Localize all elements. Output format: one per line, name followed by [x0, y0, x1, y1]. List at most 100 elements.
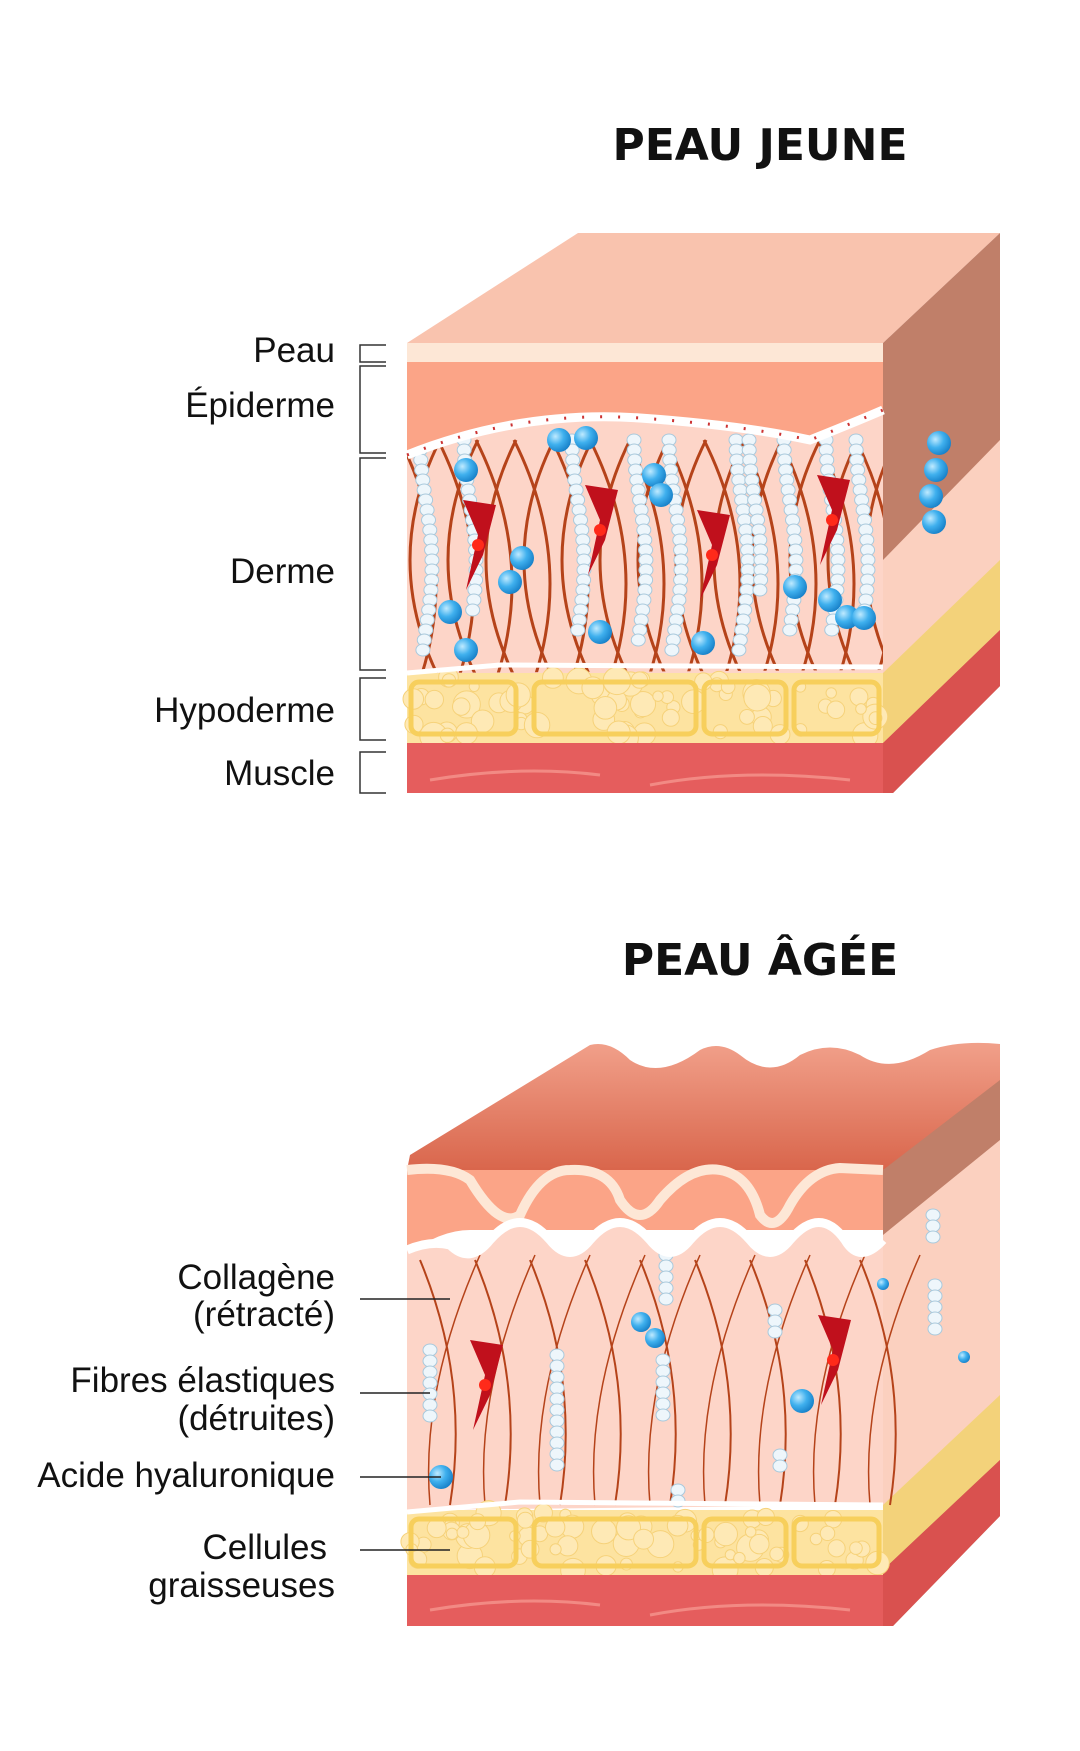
- elastic-fiber-fragment: [927, 1300, 943, 1314]
- fat-cell: [739, 708, 755, 725]
- collagen-fiber: [427, 1254, 481, 1506]
- skin-top-face: [407, 233, 1000, 343]
- fibroblast-nucleus: [706, 549, 718, 561]
- elastic-fiber-fragment: [927, 1311, 943, 1325]
- elastic-fiber-fragment: [422, 1354, 438, 1368]
- label-collagene: Collagène: [177, 1258, 335, 1297]
- elastic-fiber-fragment: [549, 1392, 565, 1406]
- collagen-fiber: [859, 1259, 897, 1506]
- fat-lobule: [701, 1516, 789, 1569]
- collagen-fiber: [854, 439, 883, 673]
- fat-cell: [733, 1551, 746, 1565]
- hyaluronic-acid-sphere: [877, 1278, 889, 1290]
- label-cellules: Cellules: [203, 1528, 328, 1567]
- hyaluronic-acid-sphere: [927, 431, 951, 455]
- bracket-hypoderme: [359, 677, 386, 741]
- hyaluronic-acid-sphere: [438, 600, 462, 624]
- bracket-derme: [359, 457, 386, 671]
- fat-cell: [744, 1526, 757, 1538]
- elastic-fiber-fragment: [767, 1303, 783, 1317]
- elastic-fiber-fragment: [658, 1270, 674, 1284]
- fat-cell: [549, 1543, 562, 1556]
- elastic-fiber-bead: [752, 583, 768, 597]
- fat-cell: [809, 1532, 823, 1546]
- collagen-fiber: [812, 1254, 866, 1506]
- fibroblast-nucleus: [826, 514, 838, 526]
- fat-lobule: [531, 679, 699, 737]
- elastic-fiber-fragment: [422, 1398, 438, 1412]
- fat-cell: [615, 1515, 642, 1541]
- elastic-fiber-bead: [630, 633, 646, 647]
- elastic-fiber-bead: [731, 643, 747, 657]
- hyaluronic-acid-sphere: [645, 1328, 665, 1348]
- hyaluronic-acid-sphere: [547, 428, 571, 452]
- elastic-fiber-bead: [570, 623, 586, 637]
- elastic-fiber-fragment: [925, 1230, 941, 1244]
- label-peau: Peau: [253, 331, 335, 370]
- collagen-fiber: [598, 439, 632, 673]
- hyaluronic-acid-sphere: [691, 631, 715, 655]
- fat-cell: [817, 1559, 836, 1578]
- hyaluronic-acid-sphere: [498, 570, 522, 594]
- hyaluronic-acid-sphere: [790, 1389, 814, 1413]
- hyaluronic-acid-sphere: [574, 426, 598, 450]
- hyaluronic-acid-sphere: [922, 510, 946, 534]
- elastic-fiber-bead: [465, 603, 481, 617]
- collagen-fiber: [757, 1254, 811, 1506]
- aged-labels: Collagène (rétracté) Fibres élastiques (…: [37, 1258, 450, 1605]
- elastic-fiber-fragment: [925, 1208, 941, 1222]
- collagen-fiber: [592, 1254, 646, 1506]
- fat-cell: [819, 1525, 836, 1542]
- label-cellules-2: graisseuses: [148, 1566, 335, 1605]
- label-acide: Acide hyaluronique: [37, 1456, 335, 1495]
- elastic-fiber-fragment: [422, 1376, 438, 1390]
- fat-cell: [849, 687, 869, 707]
- fat-cell: [629, 691, 657, 718]
- hyaluronic-acid-sphere: [818, 588, 842, 612]
- aged-muscle-layer: [407, 1575, 883, 1626]
- elastic-fiber-fragment: [549, 1403, 565, 1417]
- wrinkle-crests: [406, 1162, 884, 1228]
- elastic-fiber-fragment: [767, 1325, 783, 1339]
- collagen-fiber: [826, 439, 860, 673]
- collagen-fiber: [584, 1259, 622, 1506]
- collagen-fiber: [804, 1259, 842, 1506]
- elastic-fiber-fragment: [549, 1458, 565, 1472]
- fat-cell: [743, 683, 772, 712]
- elastic-fiber-fragment: [772, 1448, 788, 1462]
- label-fibres-note: (détruites): [177, 1399, 335, 1438]
- hyaluronic-acid-sphere: [835, 605, 859, 629]
- fat-cell: [456, 1525, 470, 1539]
- collagen-fiber: [867, 1254, 921, 1506]
- elastic-fiber-fragment: [655, 1397, 671, 1411]
- hyaluronic-acid-sphere: [454, 458, 478, 482]
- young-skin-block: [402, 233, 1000, 793]
- collagen-fiber: [749, 1259, 787, 1506]
- fibroblast-nucleus: [479, 1379, 491, 1391]
- fibroblast-nucleus: [472, 539, 484, 551]
- elastic-fiber-fragment: [549, 1370, 565, 1384]
- hyaluronic-acid-sphere: [852, 606, 876, 630]
- elastic-fiber-fragment: [422, 1387, 438, 1401]
- fat-cell: [516, 1511, 534, 1529]
- elastic-fiber-fragment: [549, 1447, 565, 1461]
- hyaluronic-acid-sphere: [454, 638, 478, 662]
- collagen-fiber: [639, 1259, 677, 1506]
- elastic-fiber-fragment: [549, 1425, 565, 1439]
- fat-cell: [825, 687, 837, 699]
- elastic-fiber-fragment: [422, 1409, 438, 1423]
- fat-cell: [849, 1541, 863, 1555]
- elastic-fiber-fragment: [658, 1292, 674, 1306]
- fat-cell: [593, 696, 618, 720]
- label-fibres: Fibres élastiques: [70, 1361, 335, 1400]
- stratum-layer: [407, 343, 883, 362]
- label-epiderme: Épiderme: [185, 386, 335, 425]
- hyaluronic-acid-sphere: [649, 483, 673, 507]
- fibroblast-nucleus: [827, 1354, 839, 1366]
- elastic-fiber-fragment: [549, 1381, 565, 1395]
- elastic-fiber-fragment: [655, 1408, 671, 1422]
- hyaluronic-acid-sphere: [958, 1351, 970, 1363]
- hyaluronic-acid-sphere: [510, 546, 534, 570]
- young-skin-title: PEAU JEUNE: [612, 120, 907, 171]
